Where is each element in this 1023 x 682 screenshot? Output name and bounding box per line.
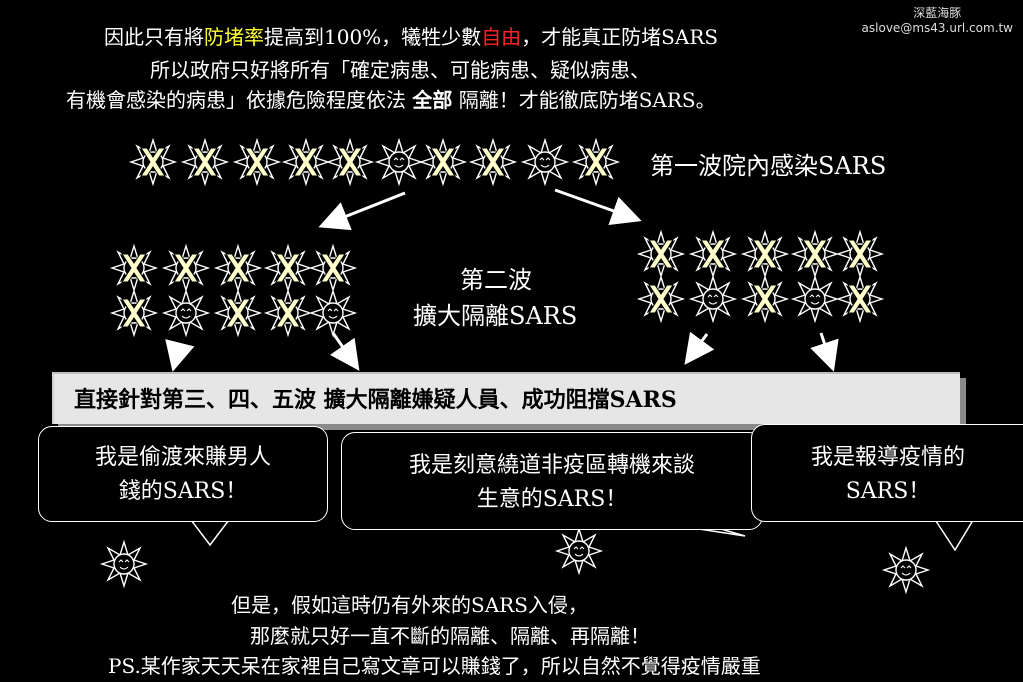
arrow-icon — [684, 331, 715, 365]
highlight-all: 全部 — [412, 88, 453, 112]
smiling-sun-icon — [556, 528, 602, 574]
speech-bubble-businessman: 我是刻意繞道非疫區轉機來談 生意的SARS！ — [341, 432, 763, 530]
arrow-icon — [554, 188, 642, 226]
highlight-freedom: 自由 — [481, 25, 522, 49]
watermark: 深藍海豚 aslove@ms43.url.com.tw — [862, 6, 1013, 36]
wave2-label-line1: 第二波 — [460, 266, 532, 294]
watermark-name: 深藍海豚 — [913, 6, 962, 20]
smiling-sun-icon — [883, 547, 929, 593]
isolation-bar-text: 直接針對第三、四、五波 擴大隔離嫌疑人員、成功阻擋SARS — [74, 387, 677, 413]
wave1-label: 第一波院內感染SARS — [650, 152, 887, 180]
intro-line-3: 有機會感染的病患」依據危險程度依法 全部 隔離！才能徹底防堵SARS。 — [66, 88, 716, 112]
speech-bubble-smuggler: 我是偷渡來賺男人 錢的SARS！ — [38, 426, 328, 522]
outro-line-1: 但是，假如這時仍有外來的SARS入侵， — [231, 593, 588, 617]
highlight-prevention-rate: 防堵率 — [204, 25, 264, 49]
arrow-icon — [329, 332, 360, 371]
outro-line-3: PS.某作家天天呆在家裡自己寫文章可以賺錢了，所以自然不覺得疫情嚴重 — [108, 654, 761, 678]
outro-line-2: 那麼就只好一直不斷的隔離、隔離、再隔離！ — [250, 624, 650, 648]
bubble-line-2: 錢的SARS！ — [118, 479, 248, 504]
isolation-bar: 直接針對第三、四、五波 擴大隔離嫌疑人員、成功阻擋SARS — [52, 372, 960, 424]
bubble-line-2: SARS！ — [845, 479, 931, 504]
speech-bubble-reporter: 我是報導疫情的 SARS！ — [751, 424, 1023, 522]
intro-line-1: 因此只有將防堵率提高到100%，犧牲少數自由，才能真正防堵SARS — [104, 25, 719, 49]
wave2-label-line2: 擴大隔離SARS — [413, 302, 578, 330]
arrow-icon — [318, 191, 406, 231]
arrow-icon — [165, 339, 195, 372]
bubble-line-1: 我是報導疫情的 — [810, 445, 965, 470]
bubble-line-1: 我是刻意繞道非疫區轉機來談 — [408, 453, 695, 478]
bubble-line-1: 我是偷渡來賺男人 — [94, 445, 271, 470]
watermark-email: aslove@ms43.url.com.tw — [861, 21, 1013, 35]
bubble-line-2: 生意的SARS！ — [476, 487, 628, 512]
intro-line-2: 所以政府只好將所有「確定病患、可能病患、疑似病患、 — [150, 58, 650, 82]
smiling-sun-icon — [101, 541, 147, 587]
arrow-icon — [810, 332, 839, 372]
